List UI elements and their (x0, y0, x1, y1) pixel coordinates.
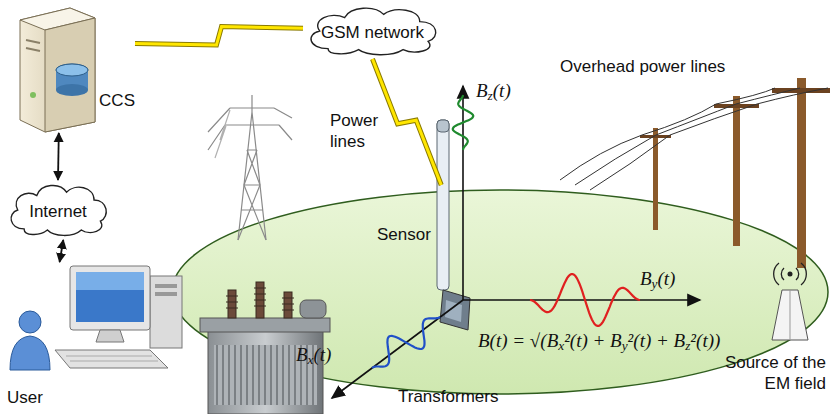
user-node: User (5, 262, 187, 410)
node-label: User (7, 388, 43, 408)
cloud-node: GSM network (303, 3, 442, 59)
wireless-link (373, 59, 442, 185)
computer-icon (55, 266, 182, 368)
formula: B(t) = √(Bx²(t) + By²(t) + Bz²(t)) (478, 330, 720, 351)
em-source-label: Source of the EM field (712, 352, 826, 394)
antenna-source (772, 263, 808, 340)
node-label: Sensor (377, 225, 431, 245)
field-wave (530, 274, 640, 326)
lattice-tower (208, 95, 292, 240)
sensor-node: Sensor (375, 185, 467, 247)
transformers-label: Transformers (398, 386, 498, 407)
double-arrow (60, 240, 64, 262)
transformer (200, 282, 330, 414)
server-node: CCS (8, 5, 135, 133)
sensor-device (437, 120, 470, 330)
axis-label: Bx(t) (296, 344, 331, 365)
axis-label: Bz(t) (476, 80, 511, 101)
overhead-poles (560, 78, 830, 268)
power-lines-label: Power lines (330, 110, 388, 152)
wireless-link (135, 27, 303, 46)
node-label: CCS (99, 91, 135, 111)
node-label: Internet (29, 202, 87, 222)
server-icon (20, 8, 95, 132)
axis-label: By(t) (640, 268, 675, 289)
cloud-node: Internet (5, 180, 111, 240)
field-wave (453, 95, 473, 150)
field-axes (332, 86, 700, 398)
overhead-lines-label: Overhead power lines (560, 56, 725, 77)
node-label: GSM network (321, 23, 424, 43)
double-arrow (58, 133, 60, 180)
person-icon (10, 311, 50, 370)
field-wave (372, 317, 440, 368)
